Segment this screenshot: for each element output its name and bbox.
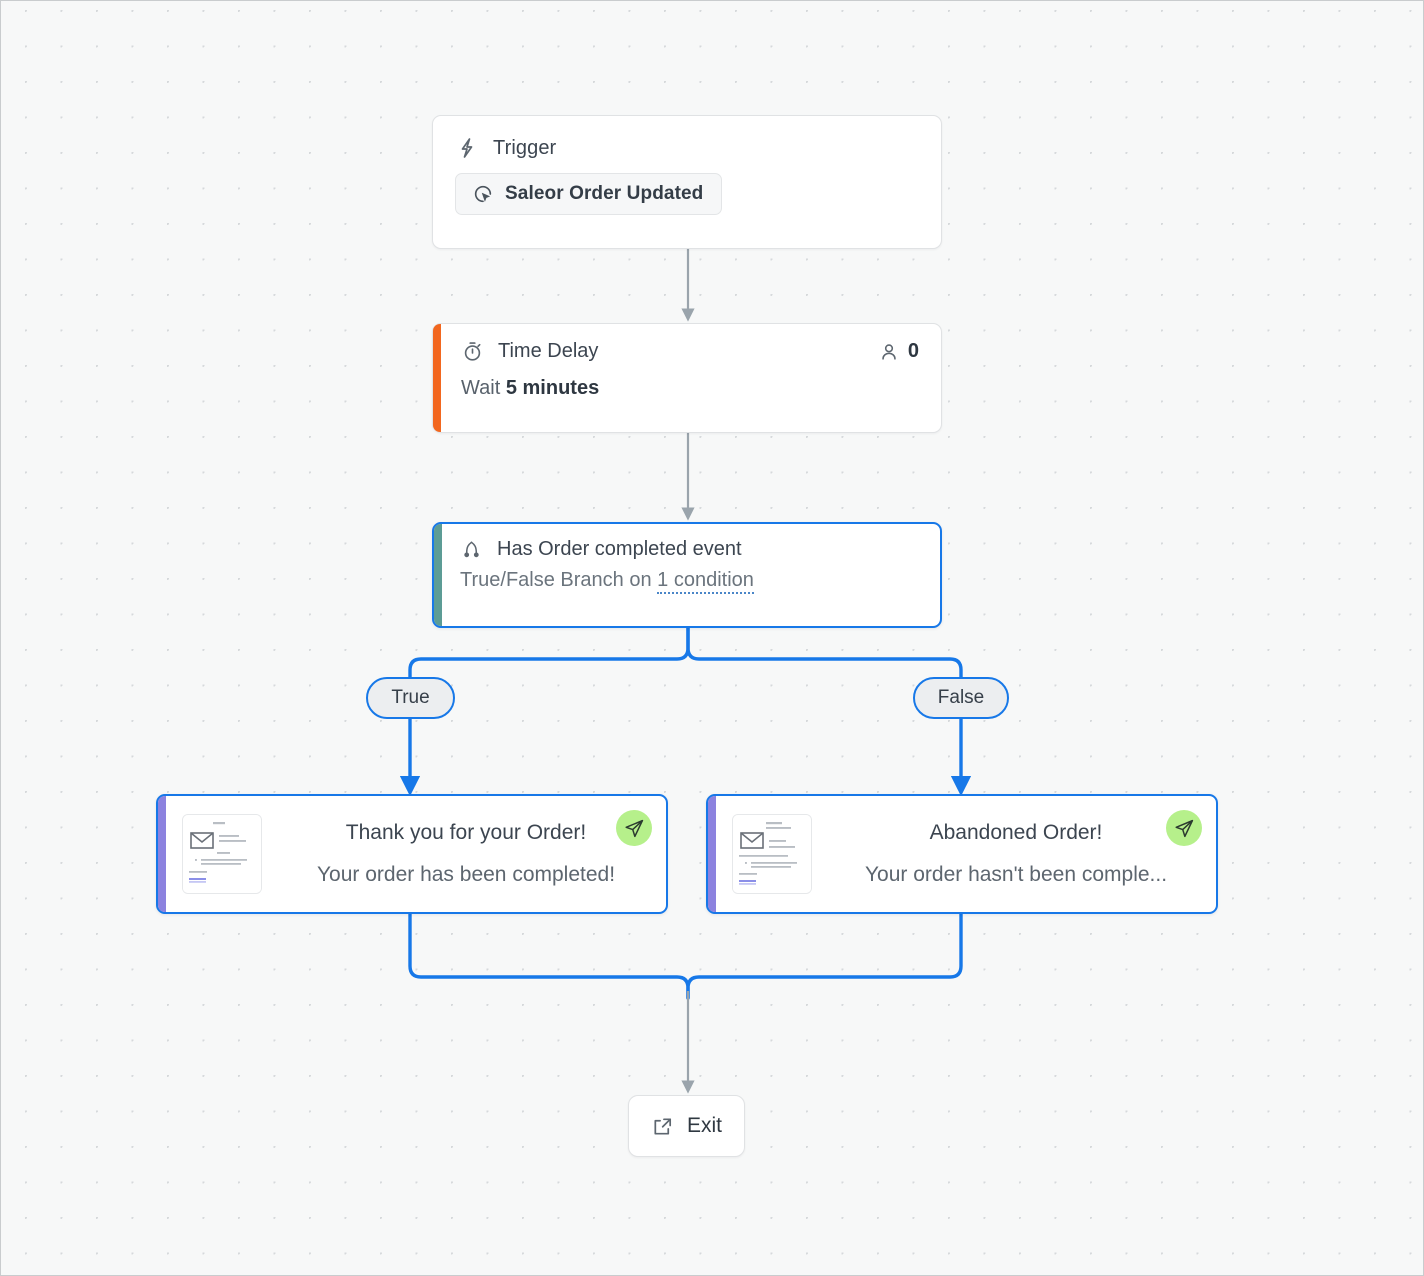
edge-branch-to-false-pill bbox=[686, 626, 963, 679]
branch-header: Has Order completed event bbox=[460, 538, 920, 561]
branch-subtitle: True/False Branch on 1 condition bbox=[460, 569, 920, 594]
paper-plane-icon bbox=[1166, 810, 1202, 846]
branch-label-false[interactable]: False bbox=[913, 677, 1009, 719]
email-thumbnail bbox=[182, 814, 262, 894]
branch-title: Has Order completed event bbox=[497, 538, 742, 560]
edge-email-true-to-merge bbox=[408, 912, 690, 1000]
saleor-cursor-icon bbox=[472, 183, 494, 205]
branch-label-true[interactable]: True bbox=[366, 677, 455, 719]
email-subject: Thank you for your Order! bbox=[345, 821, 587, 844]
trigger-title: Trigger bbox=[493, 136, 557, 159]
node-accent-bar-purple bbox=[708, 796, 716, 912]
branch-split-icon bbox=[460, 538, 483, 561]
envelope-icon bbox=[740, 832, 764, 849]
envelope-icon bbox=[190, 832, 214, 849]
branch-label-true-text: True bbox=[391, 687, 430, 708]
email-preview: Your order has been completed! bbox=[316, 863, 616, 886]
trigger-source-chip[interactable]: Saleor Order Updated bbox=[455, 173, 723, 215]
wait-prefix-label: Wait bbox=[461, 377, 501, 399]
edge-branch-to-true-pill bbox=[408, 626, 690, 679]
email-subject: Abandoned Order! bbox=[929, 821, 1103, 844]
node-accent-bar-purple bbox=[158, 796, 166, 912]
exit-node[interactable]: Exit bbox=[628, 1095, 745, 1157]
stopwatch-icon bbox=[461, 340, 484, 363]
branch-label-false-text: False bbox=[937, 687, 985, 708]
edge-email-false-to-merge bbox=[686, 912, 963, 1000]
wait-value: 5 minutes bbox=[505, 377, 600, 399]
audience-count-value: 0 bbox=[907, 340, 919, 362]
time-delay-title: Time Delay bbox=[498, 340, 599, 362]
paper-plane-icon bbox=[616, 810, 652, 846]
node-accent-bar-teal bbox=[434, 524, 442, 626]
branch-subtitle-prefix: True/False Branch on bbox=[460, 569, 652, 591]
external-link-icon bbox=[651, 1115, 674, 1138]
email-text-block: Thank you for your Order! Your order has… bbox=[262, 821, 666, 887]
email-text-block: Abandoned Order! Your order hasn't been … bbox=[812, 821, 1216, 887]
lightning-bolt-icon bbox=[455, 136, 479, 160]
branch-condition-node[interactable]: Has Order completed event True/False Bra… bbox=[432, 522, 942, 628]
trigger-source-label: Saleor Order Updated bbox=[505, 183, 704, 204]
trigger-node[interactable]: Trigger Saleor Order Updated bbox=[432, 115, 942, 249]
condition-count-link[interactable]: 1 condition bbox=[657, 569, 754, 594]
exit-label: Exit bbox=[686, 1114, 722, 1137]
node-accent-bar-orange bbox=[433, 324, 441, 432]
person-icon bbox=[878, 341, 900, 363]
email-node-true[interactable]: Thank you for your Order! Your order has… bbox=[156, 794, 668, 914]
time-delay-wait-row: Wait 5 minutes bbox=[461, 377, 919, 400]
email-thumbnail bbox=[732, 814, 812, 894]
email-node-false[interactable]: Abandoned Order! Your order hasn't been … bbox=[706, 794, 1218, 914]
audience-count: 0 bbox=[878, 340, 919, 363]
time-delay-header: Time Delay 0 bbox=[461, 340, 919, 363]
trigger-header: Trigger bbox=[455, 136, 919, 160]
email-preview: Your order hasn't been comple... bbox=[864, 863, 1168, 886]
time-delay-node[interactable]: Time Delay 0 Wait 5 minutes bbox=[432, 323, 942, 433]
